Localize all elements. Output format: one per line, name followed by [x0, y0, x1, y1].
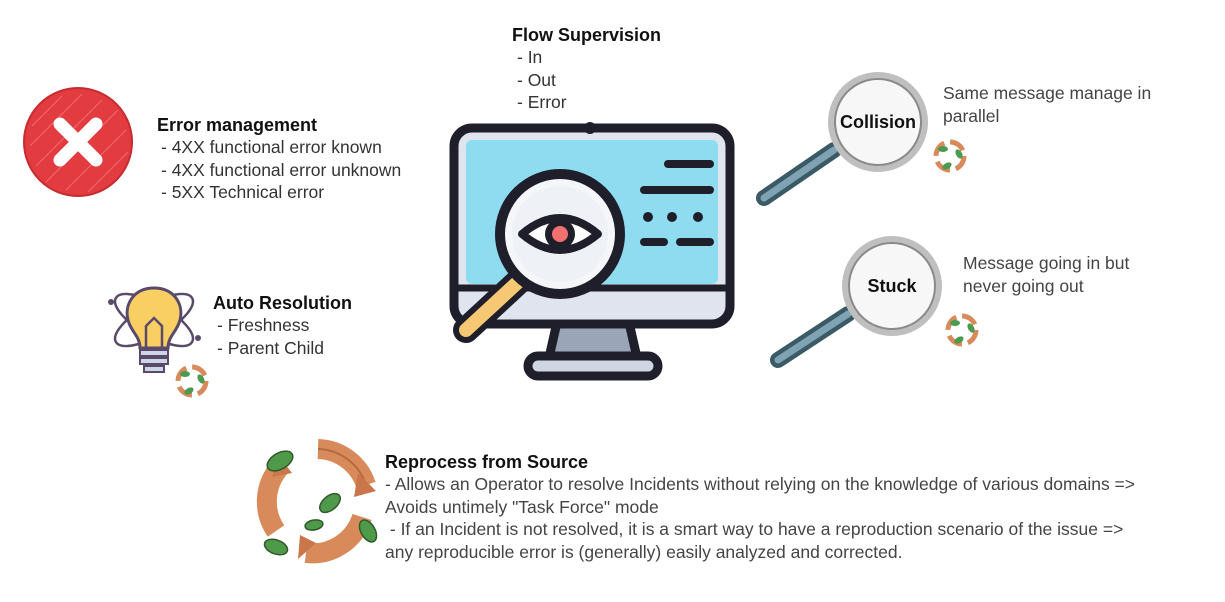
reprocess-block: Reprocess from Source - Allows an Operat… [385, 452, 1145, 563]
flow-item: - Out [517, 69, 556, 90]
reprocess-item: - Allows an Operator to resolve Incident… [385, 474, 1139, 517]
error-item: - 4XX functional error known [161, 137, 382, 157]
collision-magnifier-icon [756, 72, 928, 206]
auto-resolution-item: - Parent Child [217, 337, 324, 358]
flow-supervision-title: Flow Supervision [512, 25, 662, 45]
recycle-leaves-icon [945, 313, 979, 347]
stuck-description: Message going in but never going out [963, 253, 1130, 296]
stuck-magnifier-icon [770, 236, 942, 368]
recycle-leaves-icon [175, 364, 209, 398]
collision-description: Same message manage in parallel [943, 83, 1152, 126]
monitor-magnifier-eye-icon [449, 122, 735, 381]
recycle-leaves-icon [933, 139, 967, 173]
recycle-leaves-icon [256, 439, 378, 564]
reprocess-title: Reprocess from Source [385, 452, 589, 472]
error-management-title: Error management [157, 115, 318, 135]
flow-supervision-block: Flow Supervision - In - Out - Error [512, 25, 661, 114]
error-x-icon [23, 87, 133, 197]
error-item: - 5XX Technical error [161, 182, 325, 202]
error-management-block: Error management - 4XX functional error … [157, 115, 401, 204]
collision-label: Collision [840, 112, 916, 132]
error-item: - 4XX functional error unknown [161, 159, 402, 180]
reprocess-item: - If an Incident is not resolved, it is … [385, 519, 1129, 562]
flow-item: - In [517, 47, 543, 67]
auto-resolution-title: Auto Resolution [213, 293, 352, 313]
auto-resolution-item: - Freshness [217, 315, 310, 335]
flow-item: - Error [517, 92, 567, 112]
stuck-label: Stuck [867, 276, 917, 296]
auto-resolution-block: Auto Resolution - Freshness - Parent Chi… [213, 293, 352, 359]
lightbulb-atom-icon [108, 286, 201, 373]
